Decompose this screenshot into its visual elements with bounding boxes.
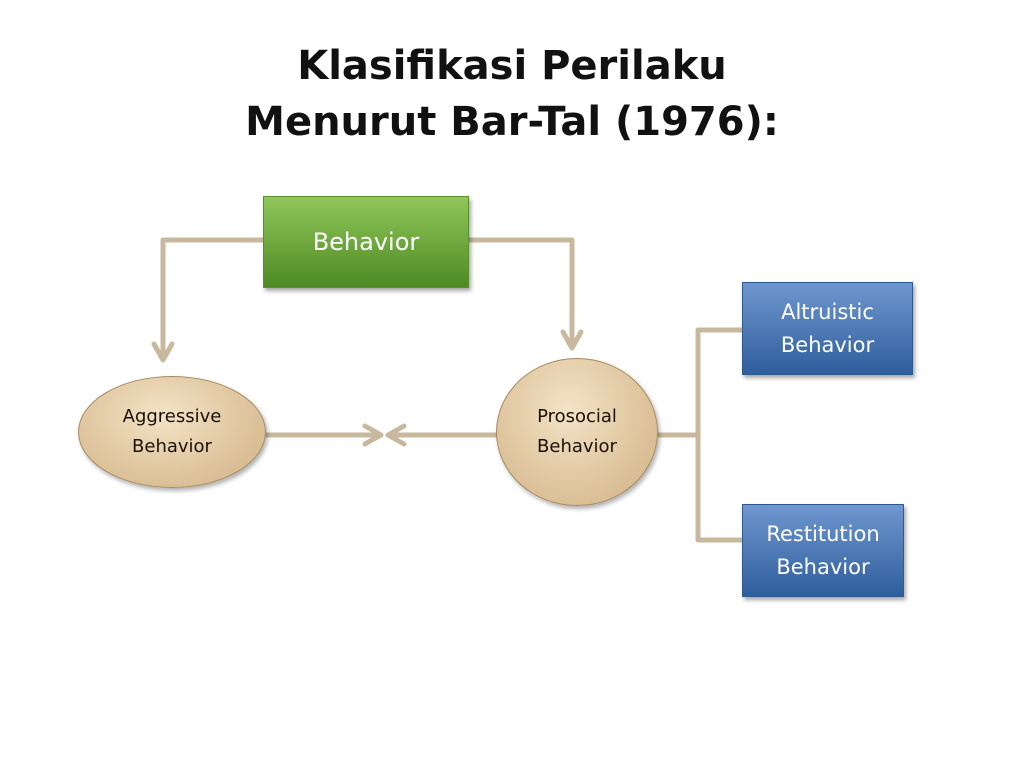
behavior-label: Behavior <box>312 228 420 256</box>
connector-behavior-to-aggressive <box>160 237 266 358</box>
slide-title-line-1: Klasifikasi Perilaku <box>297 43 727 89</box>
slide-title-line-2: Menurut Bar-Tal (1976): <box>245 99 779 145</box>
arrowhead-prosocial <box>560 329 584 351</box>
aggressive-behavior-oval: Aggressive Behavior <box>78 376 266 488</box>
prosocial-behavior-label: Prosocial Behavior <box>537 406 617 457</box>
altruistic-behavior-label: Altruistic Behavior <box>780 299 875 357</box>
arrowhead-aggressive <box>151 341 175 363</box>
connector-behavior-to-prosocial <box>467 237 575 346</box>
restitution-behavior-label: Restitution Behavior <box>766 521 880 579</box>
arrowhead-center-left <box>385 423 407 447</box>
connector-branch-altruistic-restitution <box>695 327 745 543</box>
slide-title: Klasifikasi Perilaku Menurut Bar-Tal (19… <box>0 38 1024 150</box>
restitution-behavior-box: Restitution Behavior <box>742 504 904 597</box>
arrowhead-center-right <box>362 423 384 447</box>
aggressive-behavior-label: Aggressive Behavior <box>122 406 222 457</box>
behavior-box: Behavior <box>263 196 469 288</box>
prosocial-behavior-oval: Prosocial Behavior <box>496 358 658 506</box>
altruistic-behavior-box: Altruistic Behavior <box>742 282 913 375</box>
